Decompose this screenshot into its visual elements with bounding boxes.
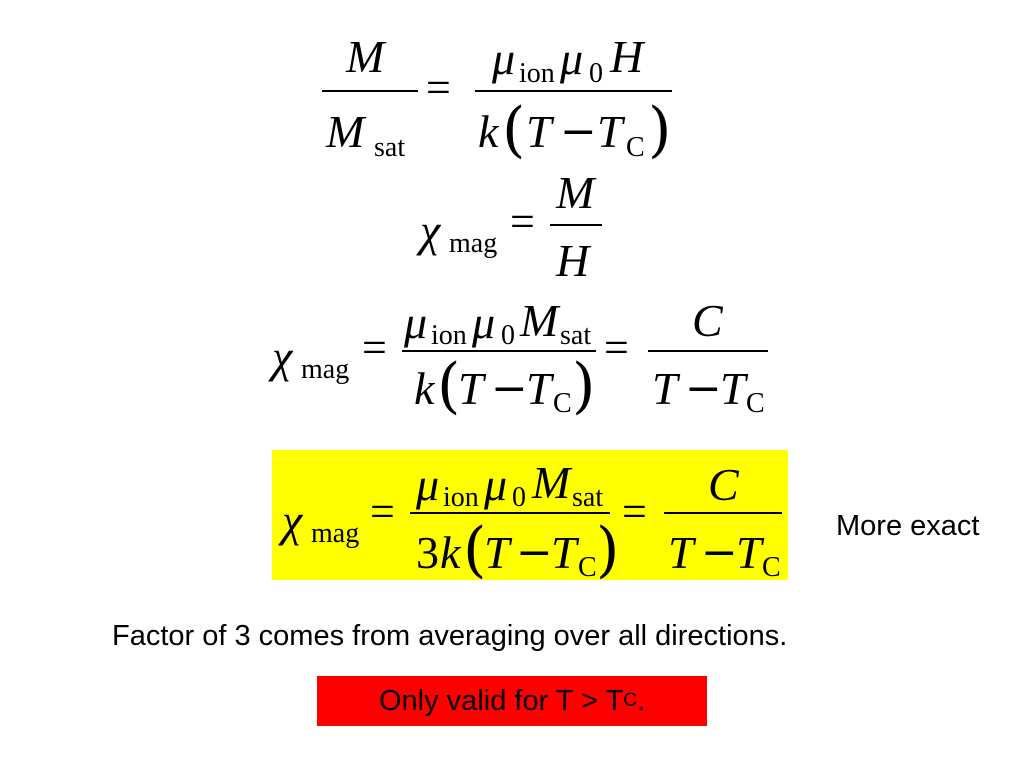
fraction-bar	[410, 512, 610, 514]
footnote-averaging: Factor of 3 comes from averaging over al…	[112, 620, 788, 652]
minus-sign: −	[491, 363, 528, 414]
subscript-C: C	[553, 388, 572, 419]
equals-sign: =	[426, 63, 451, 112]
subscript-C: C	[578, 552, 597, 583]
symbol-k: k	[478, 106, 499, 157]
symbol-mu: μ	[416, 459, 440, 510]
subscript-mag: mag	[311, 518, 360, 549]
highlighted-equation-box	[272, 450, 788, 580]
symbol-M: M	[532, 457, 571, 508]
equals-sign: =	[362, 323, 387, 372]
warning-subscript: C	[623, 690, 637, 711]
right-paren: )	[648, 95, 672, 165]
symbol-T: T	[458, 363, 484, 414]
fraction-bar	[322, 90, 418, 92]
equals-sign: =	[510, 197, 535, 246]
minus-sign: −	[516, 527, 553, 578]
subscript-mag: mag	[449, 228, 498, 259]
symbol-chi: χ	[282, 495, 303, 546]
fraction-bar	[402, 350, 596, 352]
symbol-T: T	[551, 527, 577, 578]
symbol-k: k	[414, 363, 435, 414]
warning-text: Only valid for T > T	[379, 684, 624, 717]
subscript-mag: mag	[301, 354, 350, 385]
equals-sign: =	[370, 487, 395, 536]
equals-sign: =	[604, 323, 629, 372]
left-paren: (	[502, 95, 526, 165]
symbol-H: H	[556, 235, 590, 286]
warning-suffix: .	[636, 684, 645, 717]
symbol-T: T	[526, 106, 552, 157]
right-paren: )	[596, 515, 620, 585]
symbol-T: T	[526, 363, 552, 414]
symbol-M: M	[346, 31, 385, 82]
symbol-T: T	[720, 363, 746, 414]
subscript-sat: sat	[560, 320, 592, 351]
subscript-C: C	[746, 388, 765, 419]
left-paren: (	[437, 351, 461, 421]
subscript-ion: ion	[431, 320, 467, 351]
fraction-bar	[664, 512, 782, 514]
symbol-T: T	[736, 527, 762, 578]
subscript-zero: 0	[512, 482, 526, 513]
number-three: 3	[416, 527, 439, 578]
symbol-C: C	[692, 295, 723, 346]
side-note-more-exact: More exact	[836, 510, 980, 542]
subscript-zero: 0	[589, 58, 603, 89]
left-paren: (	[463, 515, 487, 585]
symbol-mu: μ	[472, 297, 496, 348]
symbol-H: H	[610, 31, 644, 82]
symbol-mu: μ	[484, 459, 508, 510]
fraction-bar	[550, 224, 602, 226]
symbol-mu: μ	[404, 297, 428, 348]
symbol-M: M	[520, 295, 559, 346]
subscript-sat: sat	[374, 132, 406, 163]
subscript-ion: ion	[443, 482, 479, 513]
symbol-k: k	[440, 527, 461, 578]
subscript-zero: 0	[501, 320, 515, 351]
subscript-sat: sat	[572, 482, 604, 513]
symbol-chi: χ	[420, 205, 441, 256]
minus-sign: −	[685, 363, 722, 414]
symbol-T: T	[484, 527, 510, 578]
symbol-T: T	[597, 106, 623, 157]
symbol-T: T	[652, 363, 678, 414]
symbol-mu: μ	[492, 33, 516, 84]
symbol-M: M	[326, 106, 365, 157]
fraction-bar	[648, 350, 768, 352]
equals-sign: =	[622, 487, 647, 536]
right-paren: )	[572, 351, 596, 421]
symbol-C: C	[708, 459, 739, 510]
minus-sign: −	[701, 527, 738, 578]
symbol-T: T	[668, 527, 694, 578]
fraction-bar	[475, 90, 672, 92]
symbol-M: M	[556, 167, 595, 218]
subscript-ion: ion	[519, 58, 555, 89]
subscript-C: C	[626, 132, 645, 163]
symbol-chi: χ	[272, 331, 293, 382]
minus-sign: −	[560, 106, 597, 157]
subscript-C: C	[762, 552, 781, 583]
symbol-mu: μ	[560, 33, 584, 84]
